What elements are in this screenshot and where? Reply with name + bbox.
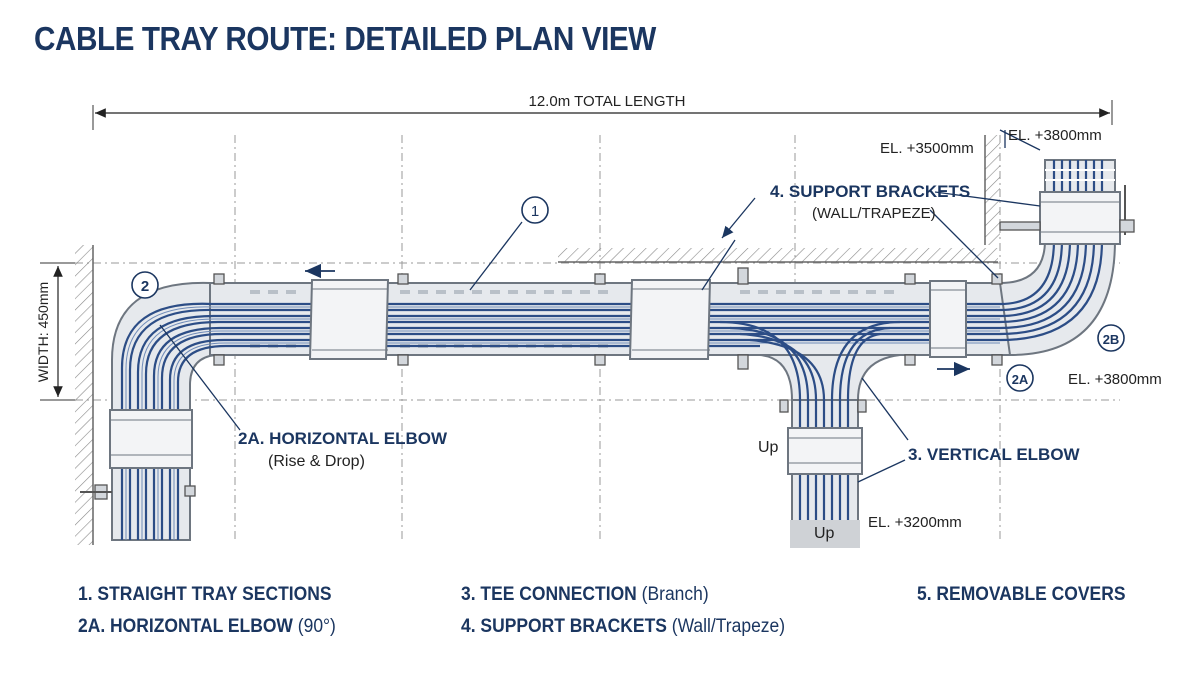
marker-2a-label: 2A [1012,372,1029,387]
horizontal-elbow-sub: (Rise & Drop) [268,453,365,470]
marker-2-label: 2 [141,278,149,295]
width-dimension [40,262,75,401]
vertical-elbow-callout: 3. VERTICAL ELBOW [908,445,1081,464]
support-brackets-sub: (WALL/TRAPEZE) [812,205,936,222]
leader-lines [159,129,1041,483]
elevation-top-left: EL. +3500mm [880,140,974,157]
floor-penetration [790,520,860,548]
elevation-right: EL. +3800mm [1068,371,1162,388]
support-brackets [80,185,1135,500]
flow-arrows [305,263,970,377]
elevation-top-right: EL. +3800mm [1008,127,1102,144]
marker-2b-label: 2B [1103,332,1120,347]
wall-hatching [75,135,1000,545]
callout-markers [131,196,1125,392]
width-label: WIDTH: 450mm [35,282,51,382]
marker-1-label: 1 [531,203,539,220]
page-title: CABLE TRAY ROUTE: DETAILED PLAN VIEW [34,20,656,57]
removable-covers [109,191,1121,475]
total-length-label: 12.0m TOTAL LENGTH [529,93,686,110]
support-brackets-callout: 4. SUPPORT BRACKETS [770,182,970,201]
up-label: Up [758,439,779,456]
legend-item-support-brackets: 4. SUPPORT BRACKETS (Wall/Trapeze) [461,616,786,637]
elevation-bottom: EL. +3200mm [868,514,962,531]
legend-item-tee-connection: 3. TEE CONNECTION (Branch) [461,584,709,605]
up-label-floor: Up [814,525,835,542]
total-length-dimension [92,100,1113,130]
legend-item-horizontal-elbow: 2A. HORIZONTAL ELBOW (90°) [78,616,336,637]
legend-item-straight-tray: 1. STRAIGHT TRAY SECTIONS [78,584,332,605]
legend-item-removable-covers: 5. REMOVABLE COVERS [917,584,1126,605]
horizontal-elbow-callout: 2A. HORIZONTAL ELBOW [238,429,448,448]
